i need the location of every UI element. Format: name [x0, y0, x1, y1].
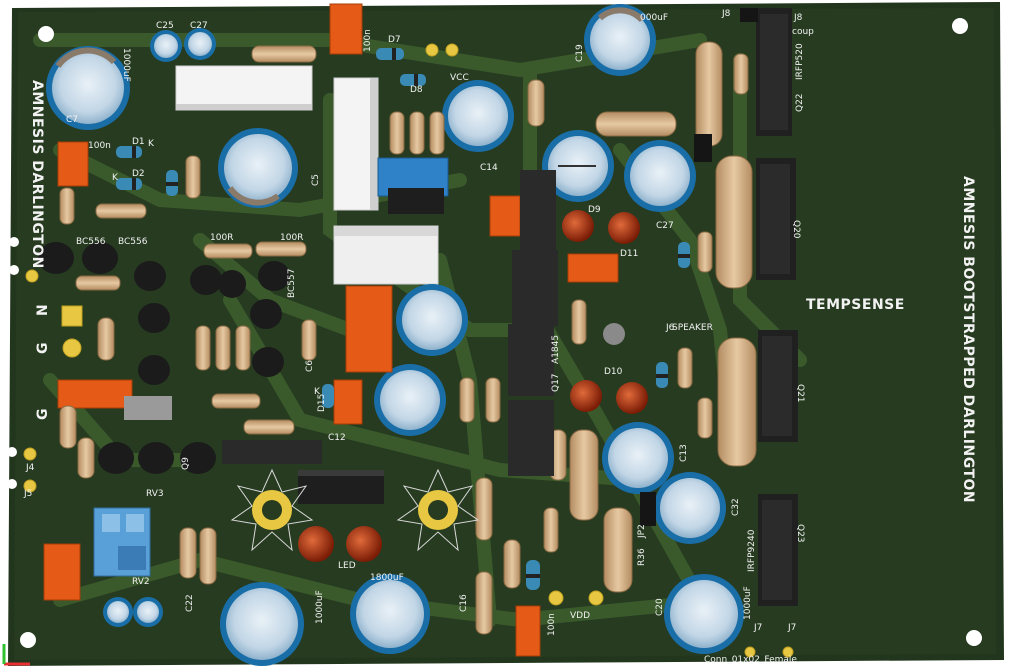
silk-d2: D2: [132, 169, 145, 179]
silk-c19: C19: [575, 44, 585, 62]
board-title-left: AMNESIS DARLINGTON: [29, 80, 45, 269]
silk-conn-female: Conn_01x02_Female: [704, 655, 797, 665]
silk-j8: J8: [722, 9, 731, 19]
silk-g1: G: [35, 342, 51, 354]
silk-100r-b: 100R: [280, 233, 304, 243]
silk-c20: C20: [655, 598, 665, 616]
power-transistors: [124, 8, 798, 606]
silk-rv3: RV3: [146, 489, 164, 499]
silk-d7: D7: [388, 35, 401, 45]
silk-j7: J7: [754, 623, 763, 633]
silk-q22: Q22: [795, 93, 805, 112]
silk-irfp9240: IRFP9240: [747, 529, 757, 572]
silk-j6: J6: [666, 323, 675, 333]
silk-1000uf-b: 1000uF: [315, 590, 325, 624]
silk-bc556: BC556: [76, 237, 106, 247]
headers: [640, 8, 758, 526]
silk-vdd: VDD: [570, 611, 591, 621]
silk-q21: Q21: [795, 384, 805, 403]
silk-jp2: JP2: [637, 524, 647, 538]
axis-gizmo: [2, 644, 30, 666]
silk-1000uf-c7: 1000uF: [121, 48, 131, 82]
silk-j5: J5: [24, 489, 33, 499]
silk-j4: J4: [26, 463, 35, 473]
silk-q9: Q9: [181, 457, 191, 470]
silk-c12: C12: [328, 433, 346, 443]
leds: [298, 210, 648, 562]
silk-k1: K: [148, 139, 154, 149]
film-capacitors: [43, 3, 619, 657]
silk-c32: C32: [731, 498, 741, 516]
silk-c14: C14: [480, 163, 498, 173]
silk-r36: R36: [637, 548, 647, 566]
silk-100n-a: 100n: [88, 141, 111, 151]
silk-k2: K: [112, 173, 118, 183]
silk-d9: D9: [588, 205, 601, 215]
small-transistors: [38, 242, 290, 474]
silk-d1: D1: [132, 137, 145, 147]
pads: [23, 43, 794, 658]
silk-100n-b: 100n: [363, 29, 373, 52]
silk-q20: Q20: [791, 220, 801, 239]
silk-c27-b: C27: [656, 221, 674, 231]
silk-q23: Q23: [795, 524, 805, 543]
silk-c13: C13: [679, 444, 689, 462]
white-pins: [7, 237, 19, 489]
box-capacitors: [175, 65, 449, 285]
silk-q17: Q17: [551, 373, 561, 392]
silk-d10: D10: [604, 367, 623, 377]
silk-n1: N: [35, 303, 51, 316]
speaker-label: SPEAKER: [672, 323, 713, 333]
silk-d8: D8: [410, 85, 423, 95]
silk-coup: coup: [792, 27, 814, 37]
silk-100n-c: 100n: [547, 613, 557, 636]
silk-c16: C16: [459, 594, 469, 612]
silk-vcc: VCC: [450, 73, 469, 83]
diodes: [116, 48, 690, 590]
trimmer-pots: [93, 507, 151, 577]
silk-a1845: A1845: [551, 334, 561, 364]
tempsense-label: TEMPSENSE: [806, 297, 905, 313]
silk-1000uf-top: 000uF: [640, 13, 669, 23]
silk-d11: D11: [620, 249, 639, 259]
silk-j8-b: J8: [794, 13, 803, 23]
silk-g2: G: [35, 408, 51, 420]
resistors: [59, 41, 757, 635]
silk-100r-a: 100R: [210, 233, 234, 243]
silk-rv2: RV2: [132, 577, 150, 587]
silk-c5: C5: [311, 173, 321, 186]
silk-c7: C7: [66, 115, 79, 125]
silk-k15: K: [314, 387, 320, 397]
silk-c22: C22: [185, 594, 195, 612]
board-title-right: AMNESIS BOOTSTRAPPED DARLINGTON: [960, 176, 976, 504]
silk-c27: C27: [190, 21, 208, 31]
silk-led: LED: [338, 561, 356, 571]
silk-bc556-b: BC556: [118, 237, 148, 247]
silk-bc557: BC557: [287, 268, 297, 298]
silk-irfp520: IRFP520: [795, 43, 805, 80]
silk-j7-b: J7: [788, 623, 797, 633]
electrolytic-capacitors: [46, 4, 744, 666]
silk-1000uf-c: 1000uF: [743, 586, 753, 620]
heatsink-outline: [230, 468, 480, 552]
mounting-holes: [20, 18, 982, 648]
silk-1800uf: 1800uF: [370, 573, 404, 583]
silk-c25: C25: [156, 21, 174, 31]
silk-c6: C6: [305, 359, 315, 372]
